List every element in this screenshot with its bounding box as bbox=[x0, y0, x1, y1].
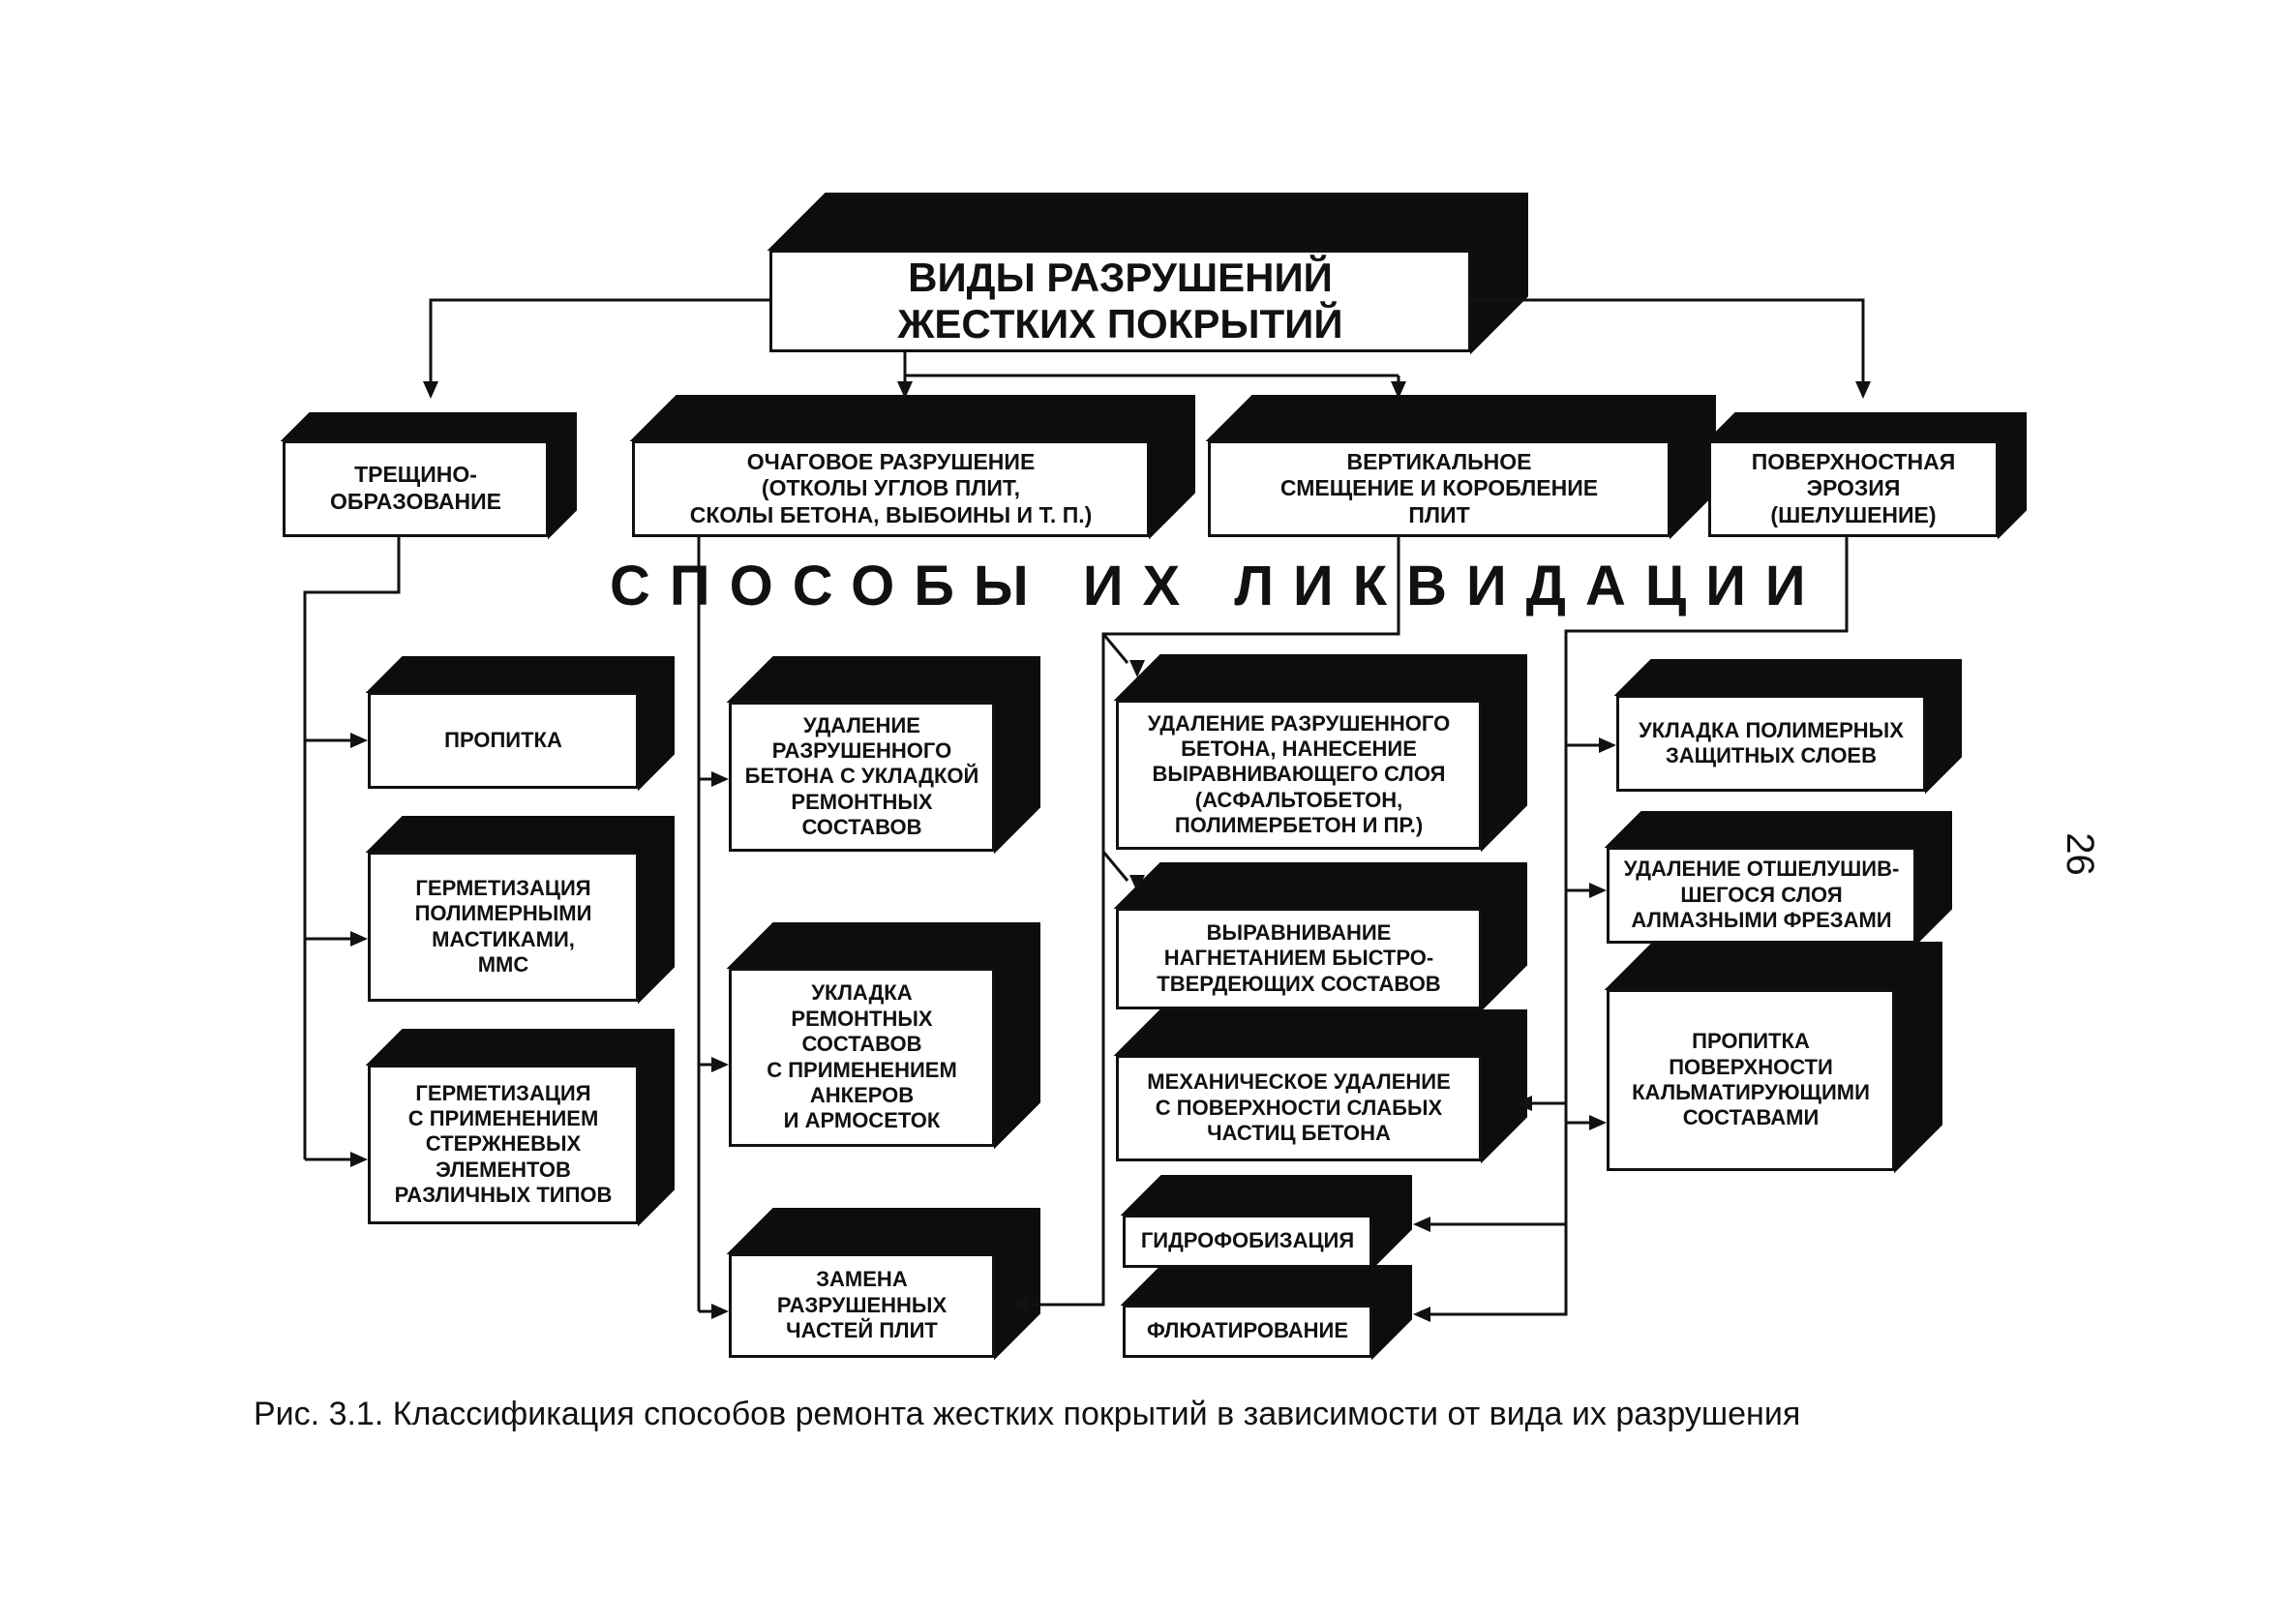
category-surface-erosion: ПОВЕРХНОСТНАЯ ЭРОЗИЯ (ШЕЛУШЕНИЕ) bbox=[1708, 440, 1999, 537]
method-leveling-layer: УДАЛЕНИЕ РАЗРУШЕННОГО БЕТОНА, НАНЕСЕНИЕ … bbox=[1116, 700, 1482, 850]
block-extrusion bbox=[280, 412, 577, 540]
arrow-head bbox=[711, 771, 729, 787]
arrow-head bbox=[897, 381, 913, 399]
arrow-head bbox=[1129, 660, 1145, 677]
method-replace-slab-parts: ЗАМЕНА РАЗРУШЕННЫХ ЧАСТЕЙ ПЛИТ bbox=[729, 1253, 995, 1358]
block-extrusion bbox=[1604, 811, 1952, 947]
connector-title-cracking bbox=[429, 298, 769, 392]
block-extrusion bbox=[1113, 862, 1527, 1012]
arrow-head bbox=[1855, 381, 1871, 399]
arrow-head bbox=[1589, 883, 1607, 898]
method-polymer-layers: УКЛАДКА ПОЛИМЕРНЫХ ЗАЩИТНЫХ СЛОЕВ bbox=[1616, 695, 1926, 792]
arrow-head bbox=[1515, 1096, 1532, 1111]
method-mechanical-removal: МЕХАНИЧЕСКОЕ УДАЛЕНИЕ С ПОВЕРХНОСТИ СЛАБ… bbox=[1116, 1055, 1482, 1161]
block-extrusion bbox=[365, 656, 675, 792]
method-injection-leveling: ВЫРАВНИВАНИЕ НАГНЕТАНИЕМ БЫСТРО- ТВЕРДЕЮ… bbox=[1116, 908, 1482, 1009]
connector-erosion-trunk bbox=[1428, 537, 1849, 1316]
arrow-head bbox=[423, 381, 438, 399]
arrow-head bbox=[1599, 737, 1616, 753]
main-title-box: ВИДЫ РАЗРУШЕНИЙ ЖЕСТКИХ ПОКРЫТИЙ bbox=[769, 250, 1471, 352]
block-extrusion bbox=[1613, 659, 1962, 795]
connector-title-erosion bbox=[1471, 298, 1865, 392]
section-heading: СПОСОБЫ ИХ ЛИКВИДАЦИИ bbox=[610, 555, 1825, 617]
arrow-head bbox=[711, 1057, 729, 1072]
arrow-to-fluating bbox=[1413, 1307, 1430, 1322]
category-vertical-displacement: ВЕРТИКАЛЬНОЕ СМЕЩЕНИЕ И КОРОБЛЕНИЕ ПЛИТ bbox=[1208, 440, 1670, 537]
arrow-head bbox=[1129, 875, 1145, 892]
method-sealing-rod-elements: ГЕРМЕТИЗАЦИЯ С ПРИМЕНЕНИЕМ СТЕРЖНЕВЫХ ЭЛ… bbox=[368, 1065, 639, 1224]
method-colmatation-impregnation: ПРОПИТКА ПОВЕРХНОСТИ КАЛЬМАТИРУЮЩИМИ СОС… bbox=[1607, 989, 1895, 1171]
block-extrusion bbox=[1113, 1009, 1527, 1164]
block-extrusion bbox=[1113, 654, 1527, 853]
block-extrusion bbox=[726, 1208, 1040, 1361]
arrow-to-replace bbox=[1009, 1297, 1027, 1312]
connector-title-bar bbox=[903, 352, 1399, 377]
method-hydrophobization: ГИДРОФОБИЗАЦИЯ bbox=[1123, 1215, 1372, 1268]
block-extrusion bbox=[365, 816, 675, 1005]
arrow-head bbox=[711, 1304, 729, 1319]
method-impregnation: ПРОПИТКА bbox=[368, 692, 639, 789]
arrow-head bbox=[1391, 381, 1406, 399]
arrow-head bbox=[350, 1152, 368, 1167]
category-cracking: ТРЕЩИНО- ОБРАЗОВАНИЕ bbox=[283, 440, 549, 537]
block-extrusion bbox=[365, 1029, 675, 1227]
block-extrusion bbox=[629, 395, 1195, 540]
arrow-head bbox=[350, 733, 368, 748]
figure-caption: Рис. 3.1. Классификация способов ремонта… bbox=[254, 1396, 1801, 1432]
method-removal-repair-compounds: УДАЛЕНИЕ РАЗРУШЕННОГО БЕТОНА С УКЛАДКОЙ … bbox=[729, 702, 995, 852]
block-extrusion bbox=[726, 922, 1040, 1150]
block-extrusion bbox=[1120, 1175, 1412, 1271]
arrow-head bbox=[1413, 1217, 1430, 1232]
method-fluating: ФЛЮАТИРОВАНИЕ bbox=[1123, 1305, 1372, 1358]
block-extrusion bbox=[1705, 412, 2027, 540]
method-repair-anchors-meshes: УКЛАДКА РЕМОНТНЫХ СОСТАВОВ С ПРИМЕНЕНИЕМ… bbox=[729, 968, 995, 1147]
arrow-head bbox=[1589, 1115, 1607, 1130]
method-sealing-mastics: ГЕРМЕТИЗАЦИЯ ПОЛИМЕРНЫМИ МАСТИКАМИ, ММС bbox=[368, 852, 639, 1002]
arrow-head bbox=[350, 931, 368, 947]
connector-leveling-layer bbox=[1101, 633, 1129, 664]
block-extrusion bbox=[767, 193, 1528, 355]
connector-injection bbox=[1101, 851, 1129, 882]
block-extrusion bbox=[726, 656, 1040, 855]
connector-cracking-trunk bbox=[303, 537, 401, 1159]
page-number: 26 bbox=[2058, 832, 2101, 876]
method-diamond-milling: УДАЛЕНИЕ ОТШЕЛУШИВ- ШЕГОСЯ СЛОЯ АЛМАЗНЫМ… bbox=[1607, 847, 1916, 944]
category-focal-destruction: ОЧАГОВОЕ РАЗРУШЕНИЕ (ОТКОЛЫ УГЛОВ ПЛИТ, … bbox=[632, 440, 1150, 537]
